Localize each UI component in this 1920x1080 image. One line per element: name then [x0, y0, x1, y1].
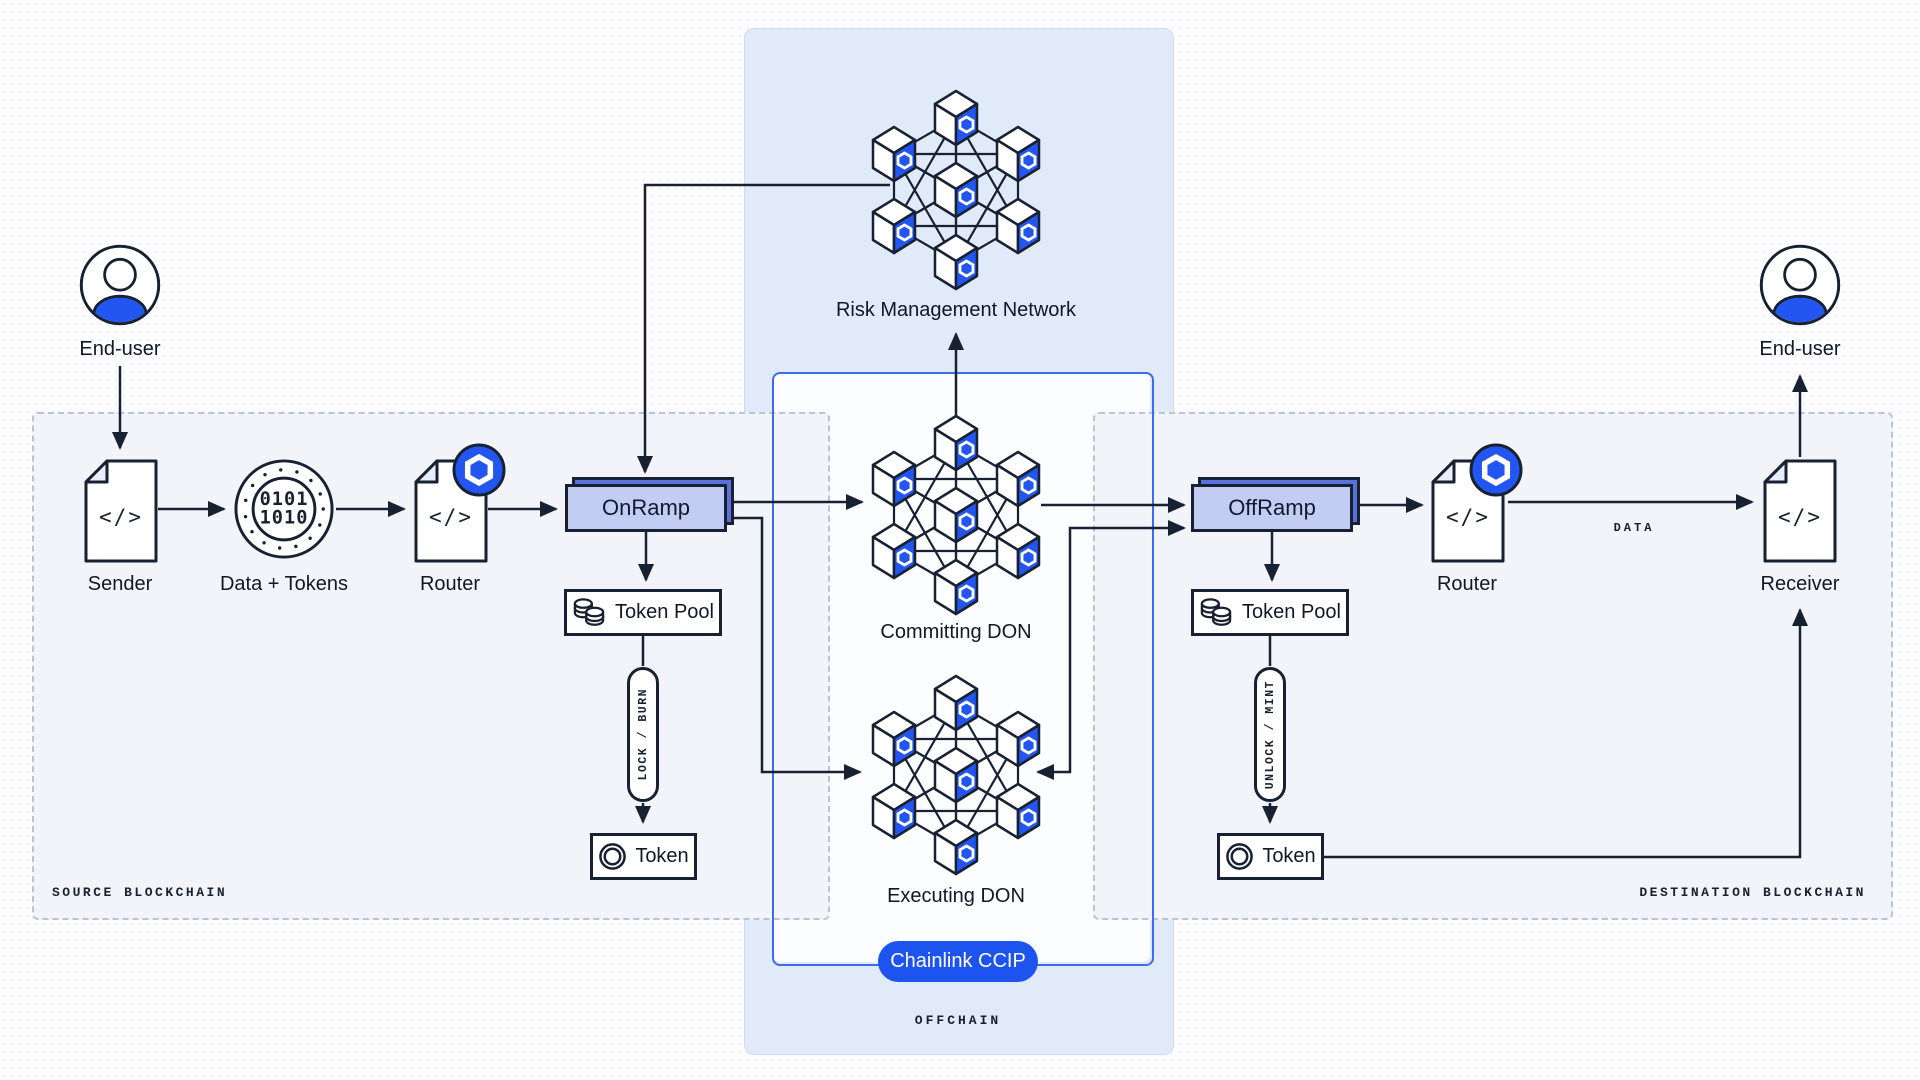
onramp-box: OnRamp — [565, 477, 734, 532]
chainlink-ccip-label: Chainlink CCIP — [890, 950, 1026, 972]
executing-don-label: Executing DON — [887, 885, 1025, 907]
source-region-label: SOURCE BLOCKCHAIN — [52, 885, 228, 900]
document-icon: </> — [1763, 459, 1837, 563]
code-glyph: </> — [1778, 505, 1822, 529]
router-contract-destination: </> — [1430, 443, 1523, 564]
unlock-mint-label: UNLOCK / MINT — [1263, 679, 1277, 790]
don-node-cube — [933, 233, 979, 291]
arrow-offramp-executing — [1036, 520, 1186, 780]
token-destination: Token — [1217, 833, 1324, 880]
token-label-source: Token — [635, 845, 689, 867]
router-contract-source: </> — [413, 443, 506, 564]
committing-don-cluster — [871, 414, 1041, 616]
chainlink-logo-icon — [451, 442, 507, 498]
don-node-cube — [995, 782, 1041, 840]
document-icon: </> — [84, 459, 158, 563]
lock-burn-pill: LOCK / BURN — [627, 667, 659, 802]
arrow-rmn-onramp — [637, 183, 890, 474]
unlock-mint-pill: UNLOCK / MINT — [1254, 667, 1286, 802]
don-node-cube — [933, 486, 979, 544]
chainlink-ccip-badge: Chainlink CCIP — [878, 941, 1038, 982]
don-node-cube — [933, 674, 979, 732]
token-label-destination: Token — [1262, 845, 1316, 867]
don-node-cube — [933, 818, 979, 876]
don-node-cube — [995, 125, 1041, 183]
don-node-cube — [933, 746, 979, 804]
coins-icon — [573, 598, 605, 626]
don-clusters — [871, 89, 1041, 876]
offramp-front: OffRamp — [1191, 484, 1353, 532]
data-tokens-seal: 0101 1010 — [233, 458, 335, 560]
offramp-box: OffRamp — [1191, 477, 1360, 532]
rmn-label: Risk Management Network — [835, 299, 1077, 321]
sender-label: Sender — [87, 573, 153, 595]
binary-line-2: 1010 — [260, 508, 309, 529]
don-node-cube — [995, 197, 1041, 255]
binary-line-1: 0101 — [260, 489, 309, 510]
code-glyph: </> — [99, 505, 143, 529]
data-tokens-label: Data + Tokens — [219, 573, 349, 595]
data-flow-label: DATA — [1613, 521, 1655, 535]
coins-icon — [1200, 598, 1232, 626]
don-node-cube — [995, 522, 1041, 580]
end-user-label-destination: End-user — [1759, 338, 1841, 360]
don-node-cube — [995, 710, 1041, 768]
risk-management-network-cluster — [871, 89, 1041, 291]
router-label-destination: Router — [1436, 573, 1498, 595]
don-node-cube — [933, 414, 979, 472]
destination-region-label: DESTINATION BLOCKCHAIN — [1639, 885, 1866, 900]
don-node-cube — [871, 710, 917, 768]
don-node-cube — [933, 89, 979, 147]
receiver-label: Receiver — [1760, 573, 1840, 595]
arrow-onramp-executing — [728, 516, 862, 780]
end-user-avatar-destination — [1758, 243, 1842, 327]
coin-icon — [1226, 843, 1254, 870]
code-glyph: </> — [429, 505, 473, 529]
router-label-source: Router — [419, 573, 481, 595]
arrow-token-receiver — [1323, 608, 1808, 859]
token-pool-label-source: Token Pool — [615, 601, 714, 623]
avatar-icon — [1759, 244, 1841, 326]
executing-don-cluster — [871, 674, 1041, 876]
committing-don-label: Committing DON — [880, 621, 1032, 643]
chainlink-logo-icon — [1468, 442, 1524, 498]
don-node-cube — [871, 450, 917, 508]
token-pool-source: Token Pool — [564, 589, 722, 636]
lock-burn-label: LOCK / BURN — [636, 688, 650, 781]
token-pool-label-destination: Token Pool — [1242, 601, 1341, 623]
token-source: Token — [590, 833, 697, 880]
code-glyph: </> — [1446, 505, 1490, 529]
end-user-avatar-source — [78, 243, 162, 327]
connectors — [112, 183, 1808, 859]
don-node-cube — [933, 161, 979, 219]
sender-contract: </> — [83, 458, 159, 564]
don-node-cube — [871, 522, 917, 580]
don-node-cube — [871, 782, 917, 840]
token-pool-destination: Token Pool — [1191, 589, 1349, 636]
end-user-label-source: End-user — [79, 338, 161, 360]
receiver-contract: </> — [1762, 458, 1838, 564]
don-node-cube — [933, 558, 979, 616]
don-node-cube — [871, 197, 917, 255]
offchain-region-label: OFFCHAIN — [914, 1013, 1002, 1028]
don-node-cube — [871, 125, 917, 183]
onramp-front: OnRamp — [565, 484, 727, 532]
avatar-icon — [79, 244, 161, 326]
don-node-cube — [995, 450, 1041, 508]
data-tokens-icon: 0101 1010 — [234, 459, 334, 559]
coin-icon — [599, 843, 627, 870]
